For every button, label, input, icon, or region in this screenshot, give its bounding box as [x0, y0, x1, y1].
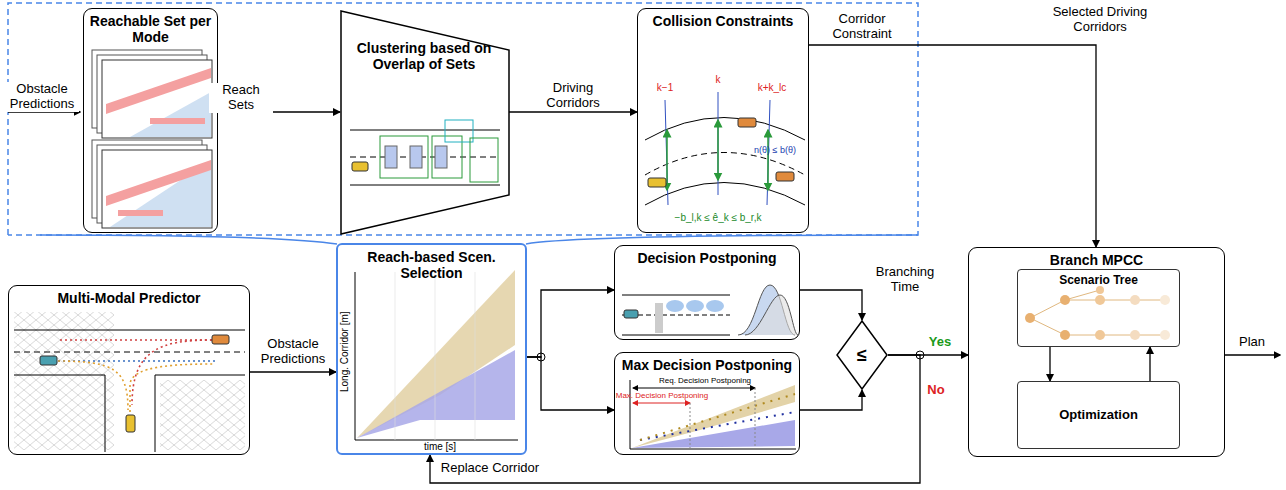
annotation-label: k−1	[655, 82, 675, 94]
node-title: Reachable Set per Mode	[84, 9, 217, 45]
node-title: Collision Constraints	[638, 9, 808, 29]
module-box: Branch MPCC Scenario TreeOptimization	[968, 247, 1225, 457]
connector	[527, 290, 614, 357]
module-box: Max Decision Postponing	[614, 352, 800, 455]
connector	[527, 357, 614, 410]
sub-box: Scenario Tree	[1017, 269, 1180, 347]
trapezoid-box: Clustering based on Overlap of Sets	[340, 10, 510, 235]
edge-label: Reach Sets	[209, 83, 273, 113]
annotation-label: Max. Decision Postponing	[614, 391, 711, 400]
node-title: Clustering based on Overlap of Sets	[340, 10, 510, 72]
connector	[800, 390, 862, 410]
annotation-label: Replace Corridor	[439, 461, 541, 476]
node-title: Decision Postponing	[615, 246, 799, 266]
edge-label: Corridor Constraint	[819, 12, 905, 42]
module-box: Multi-Modal Predictor	[8, 285, 250, 455]
node-title: Multi-Modal Predictor	[9, 286, 249, 306]
connector	[509, 111, 637, 112]
edge-label: Driving Corridors	[531, 81, 615, 111]
annotation-label: Req. Decision Postponing	[657, 376, 753, 385]
annotation-label: k+k_lc	[756, 82, 789, 94]
annotation-label: Selected Driving Corridors	[1033, 5, 1167, 35]
edge-label: Branching Time	[868, 265, 942, 295]
annotation-label: n(θ) ≤ b(θ)	[752, 145, 798, 155]
module-box: Collision Constraints	[637, 8, 809, 233]
node-title: Optimization	[1059, 408, 1138, 423]
sub-box: Optimization	[1017, 381, 1180, 449]
node-title: Max Decision Postponing	[615, 353, 799, 373]
module-box: Decision Postponing	[614, 245, 800, 340]
connector	[800, 290, 862, 320]
connector	[430, 355, 920, 483]
edge-label: Obstacle Predictions	[250, 337, 336, 367]
decision-diamond: ≤	[836, 320, 888, 390]
highlight-box: Reach-based Scen. Selection	[336, 243, 527, 455]
edge-label: Yes	[927, 335, 953, 350]
node-title: Reach-based Scen. Selection	[338, 245, 525, 281]
connector	[1049, 347, 1050, 381]
connector	[1149, 347, 1150, 381]
node-title: ≤	[857, 345, 867, 366]
annotation-label: time [s]	[422, 441, 458, 453]
module-box: Reachable Set per Mode	[83, 8, 218, 233]
connector	[250, 371, 336, 372]
annotation-label: k	[714, 74, 723, 86]
annotation-label: Long. Corridor [m]	[338, 310, 350, 395]
edge-label: No	[925, 383, 946, 398]
annotation-label: −b_l,k ≤ ê_k ≤ b_r,k	[673, 212, 764, 224]
annotation-label: Plan	[1237, 335, 1267, 350]
node-title: Scenario Tree	[1018, 270, 1179, 288]
connector	[809, 45, 1096, 247]
node-title: Branch MPCC	[969, 248, 1224, 268]
annotation-label: Obstacle Predictions	[5, 82, 79, 112]
